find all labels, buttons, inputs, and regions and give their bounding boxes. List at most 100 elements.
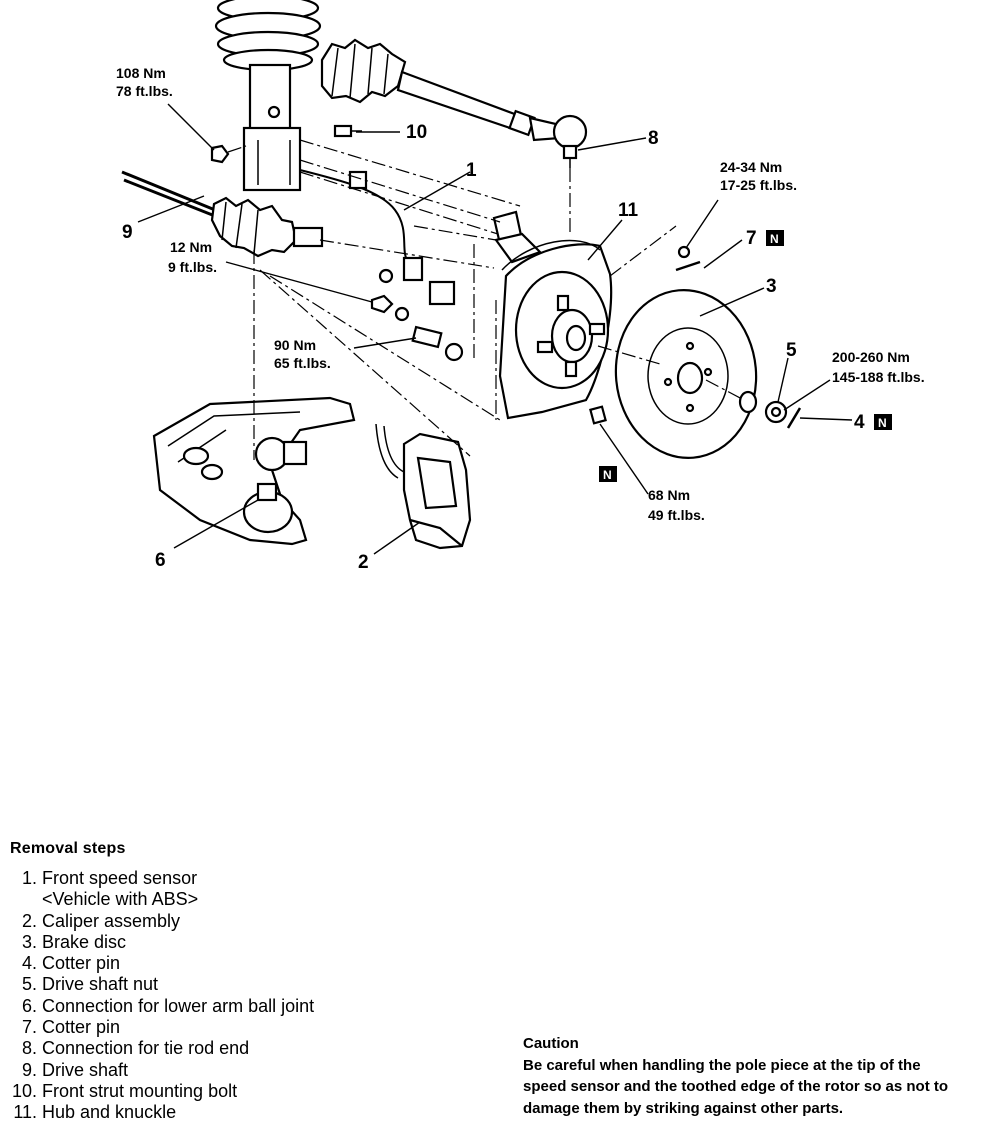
torque-78-ftlbs: 78 ft.lbs. [116,83,173,99]
step-number: 10. [11,1080,37,1101]
suspension-exploded-diagram: 1 2 3 4 5 6 7 8 9 10 11 N N N 108 Nm 78 … [116,0,925,573]
callout-10: 10 [406,122,427,143]
removal-step: 8.Connection for tie rod end [10,1038,470,1059]
step-label: Hub and knuckle [42,1102,177,1123]
torque-200-260-nm: 200-260 Nm [832,349,910,365]
svg-text:N: N [603,468,612,482]
lower-arm [152,396,356,546]
callout-11: 11 [618,200,639,221]
step-text: Connection for tie rod end [42,1038,249,1059]
new-part-marks: N N N [599,230,892,482]
step-text: Hub and knuckle [42,1102,176,1123]
torque-68-nm: 68 Nm [648,487,690,503]
step-text: Caliper assembly [42,911,180,932]
removal-step: 10.Front strut mounting bolt [10,1081,470,1102]
step-number: 8. [21,1038,37,1059]
step-text: Cotter pin [42,953,120,974]
drive-shaft-nut [738,390,802,429]
step-label: Brake disc [42,931,127,952]
step-number: 1. [21,868,37,888]
callout-9: 9 [122,222,133,243]
torque-17-25-ftlbs: 17-25 ft.lbs. [720,177,797,193]
step-label: Cotter pin [42,953,121,974]
callout-3: 3 [766,276,777,297]
step-label: Front strut mounting bolt [42,1080,238,1101]
step-text: Drive shaft [42,1060,128,1081]
torque-49-ftlbs: 49 ft.lbs. [648,507,705,523]
step-number: 9. [21,1059,37,1080]
removal-step: 6.Connection for lower arm ball joint [10,996,470,1017]
removal-step: 4.Cotter pin [10,953,470,974]
removal-steps-list: 1.Front speed sensor<Vehicle with ABS>2.… [10,868,470,1124]
step-label: Caliper assembly [42,910,181,931]
callout-4: 4 [854,412,865,433]
caution-text: Be careful when handling the pole piece … [523,1056,949,1117]
step-text: Drive shaft nut [42,974,158,995]
step-sublabel: <Vehicle with ABS> [42,889,199,910]
step-number: 11. [13,1102,37,1123]
torque-90-nm: 90 Nm [274,337,316,353]
step-number: 6. [21,995,37,1016]
step-text: Front strut mounting bolt [42,1081,237,1102]
step-number: 5. [21,974,37,995]
brake-disc [589,288,758,460]
torque-108-nm: 108 Nm [116,65,166,81]
callout-1: 1 [466,160,477,181]
steering-rack-boot [320,38,407,104]
removal-step: 3.Brake disc [10,932,470,953]
callout-8: 8 [648,128,659,149]
removal-steps-title: Removal steps [10,840,126,857]
svg-text:N: N [770,232,779,246]
leader-lines [137,103,853,555]
torque-145-188-ftlbs: 145-188 ft.lbs. [832,369,925,385]
step-text: Connection for lower arm ball joint [42,996,314,1017]
removal-step: 5.Drive shaft nut [10,974,470,995]
callout-6: 6 [155,550,166,571]
new-part-mark-nut: N [599,466,617,482]
step-number: 7. [21,1017,37,1038]
knuckle-bolts [370,294,464,362]
cotter-pin [675,245,701,272]
step-label: Drive shaft [42,1059,129,1080]
torque-24-34-nm: 24-34 Nm [720,159,782,175]
step-label: Connection for lower arm ball joint [42,995,315,1016]
removal-step: 7.Cotter pin [10,1017,470,1038]
removal-step: 1.Front speed sensor<Vehicle with ABS> [10,868,470,911]
step-number: 3. [21,931,37,952]
callout-7: 7 [746,228,757,249]
removal-steps-section: Removal steps 1.Front speed sensor<Vehic… [10,840,470,1124]
caliper-assembly [375,423,472,550]
callout-2: 2 [358,552,369,573]
removal-step: 9.Drive shaft [10,1060,470,1081]
hub-and-knuckle [492,210,613,420]
speed-sensor [299,169,456,306]
step-number: 2. [21,910,37,931]
step-number: 4. [21,953,37,974]
callout-5: 5 [786,340,797,361]
step-label: Cotter pin [42,1017,121,1038]
step-text: Front speed sensor<Vehicle with ABS> [42,868,198,911]
tie-rod [396,70,588,168]
step-label: Connection for tie rod end [42,1038,250,1059]
step-text: Cotter pin [42,1017,120,1038]
new-part-mark-4: N [874,414,892,430]
alignment-lines [227,139,745,460]
step-label: Front speed sensor [42,868,198,888]
drive-shaft [121,170,324,258]
removal-step: 11.Hub and knuckle [10,1102,470,1123]
torque-12-nm: 12 Nm [170,239,212,255]
torque-65-ftlbs: 65 ft.lbs. [274,355,331,371]
svg-text:N: N [878,416,887,430]
torque-9-ftlbs: 9 ft.lbs. [168,259,217,275]
new-part-mark-7: N [766,230,784,246]
strut-assembly [242,63,302,192]
torque-specs: 108 Nm 78 ft.lbs. 24-34 Nm 17-25 ft.lbs.… [116,65,925,523]
callout-labels: 1 2 3 4 5 6 7 8 9 10 11 [122,122,865,573]
step-text: Brake disc [42,932,126,953]
strut-mounting-bolt [210,124,362,164]
coil-spring [214,0,322,72]
caution-title: Caution [523,1035,579,1052]
caution-note: Caution Be careful when handling the pol… [523,1033,963,1119]
removal-step: 2.Caliper assembly [10,911,470,932]
step-label: Drive shaft nut [42,974,159,995]
